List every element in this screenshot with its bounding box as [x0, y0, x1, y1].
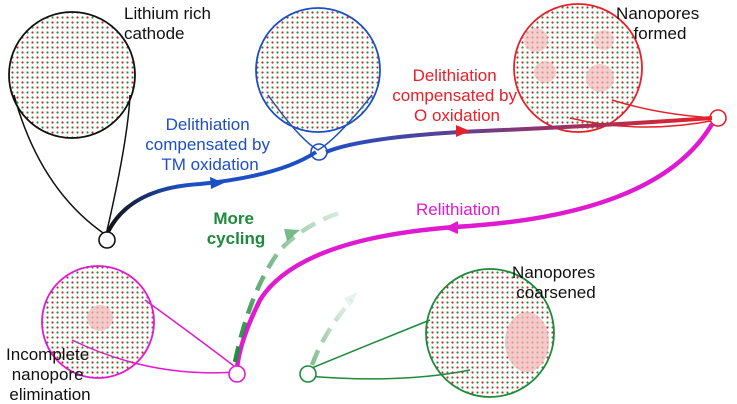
more-cycling-path [232, 209, 343, 363]
cathode-point [98, 231, 116, 249]
tm-point [310, 143, 328, 161]
label-nanopores-coarsened: Nanopores coarsened [512, 263, 600, 302]
lithium-rich-cathode-magnifier [8, 11, 136, 249]
arrow-relithiation [444, 221, 458, 234]
cathode-circle [8, 11, 136, 139]
arrow-o [456, 125, 470, 137]
formed-circle [513, 3, 643, 133]
delithiation-path-o [325, 116, 713, 154]
label-nanopores-formed: Nanopores formed [616, 4, 704, 43]
arrow-tm [210, 177, 224, 189]
nanopores-coarsened-magnifier [299, 268, 555, 398]
arrow-more-cycling [284, 229, 300, 241]
incomplete-elimination-magnifier [41, 265, 246, 383]
delithiation-path-tm [106, 150, 318, 233]
label-incomplete-elimination: Incomplete nanopore elimination [6, 345, 94, 404]
relithiation-path [234, 122, 714, 369]
nanopores-formed-magnifier [513, 3, 727, 133]
formed-point [709, 109, 727, 127]
incomplete-point [228, 365, 246, 383]
label-delithiation-tm: Delithiation compensated by TM oxidation [145, 115, 274, 174]
label-lithium-rich: Lithium rich cathode [124, 4, 216, 43]
arrow-coarsening [344, 292, 358, 307]
coarsened-point [299, 365, 317, 383]
label-more-cycling: More cycling [207, 209, 266, 248]
tm-oxidation-magnifier [255, 7, 381, 151]
tm-circle [255, 7, 381, 133]
coarsening-path [309, 298, 354, 366]
label-relithiation: Relithiation [416, 200, 500, 219]
label-delithiation-o: Delithiation compensated by O oxidation [392, 66, 521, 125]
